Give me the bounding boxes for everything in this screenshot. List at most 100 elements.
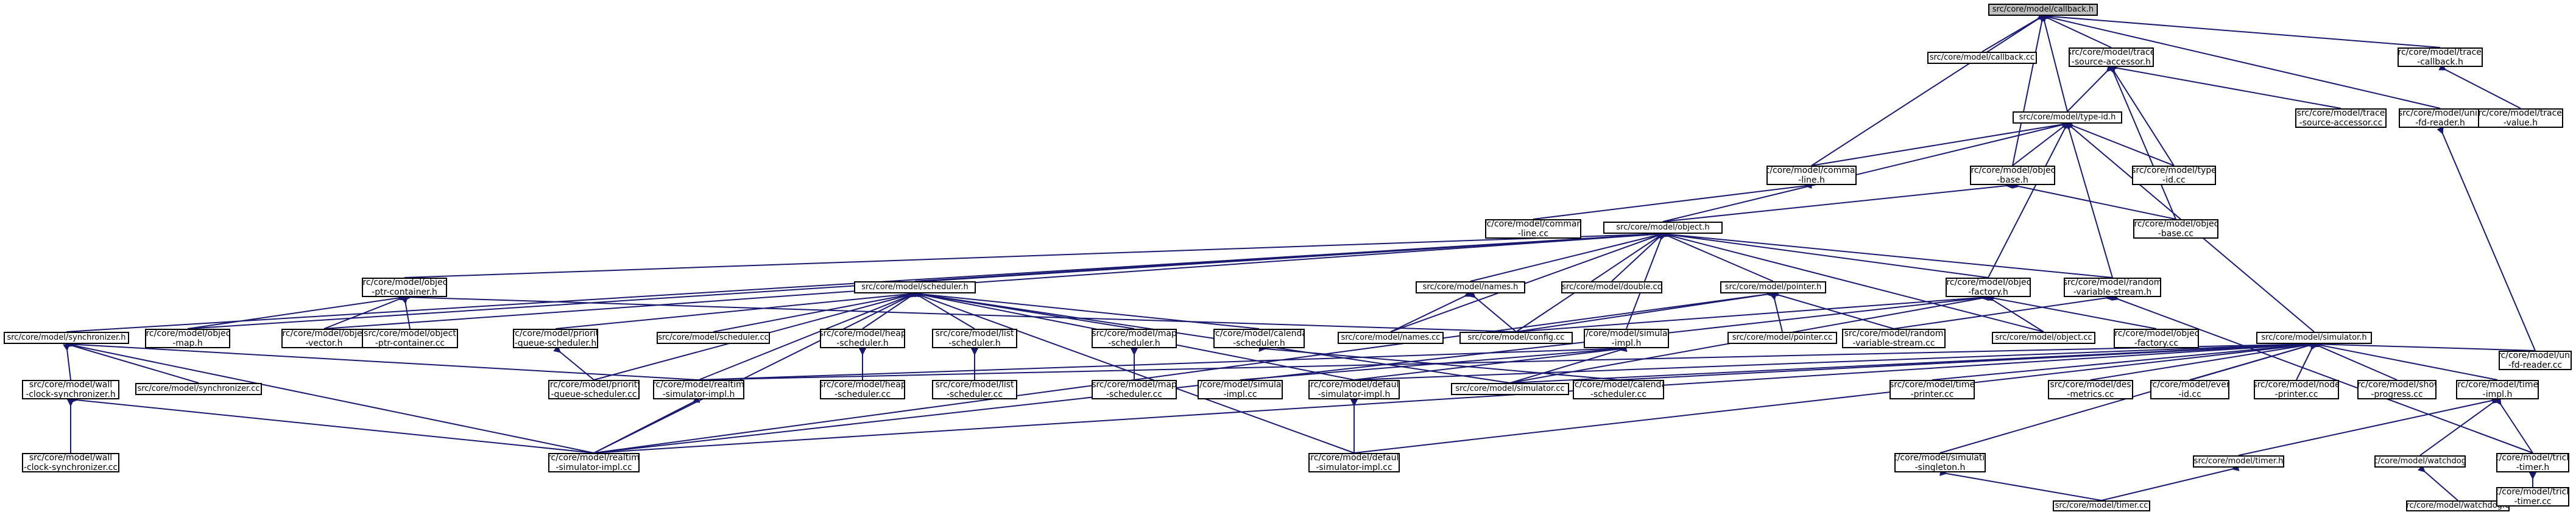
node-label-line: src/core/model/default xyxy=(1308,453,1400,463)
edge-type-id-h-to-type-id-cc xyxy=(2066,120,2175,166)
node-trace-sa-cc[interactable]: src/core/model/trace-source-accessor.cc xyxy=(2295,108,2387,128)
edge-pointer-h-to-random-vs-cc xyxy=(1772,290,1894,329)
node-object-vector-h[interactable]: src/core/model/object-vector.h xyxy=(281,329,367,348)
node-cmdline-h[interactable]: src/core/model/command-line.h xyxy=(1766,166,1857,185)
node-names-cc[interactable]: src/core/model/names.cc xyxy=(1338,332,1444,344)
node-double-cc[interactable]: src/core/model/double.cc xyxy=(1561,281,1662,293)
node-label-line: -impl.cc xyxy=(1223,390,1257,399)
node-label-line: src/core/model/simulator xyxy=(1199,380,1282,390)
node-list-scheduler-cc[interactable]: src/core/model/list-scheduler.cc xyxy=(932,380,1017,399)
node-event-id-cc[interactable]: src/core/model/event-id.cc xyxy=(2150,380,2229,399)
node-object-factory-cc[interactable]: src/core/model/object-factory.cc xyxy=(2114,329,2199,348)
node-names-h[interactable]: src/core/model/names.h xyxy=(1416,281,1525,293)
node-synchronizer-h[interactable]: src/core/model/synchronizer.h xyxy=(4,332,129,344)
node-object-cc[interactable]: src/core/model/object.cc xyxy=(1992,332,2095,344)
node-object-base-h[interactable]: src/core/model/object-base.h xyxy=(1970,166,2055,185)
node-callback-h[interactable]: src/core/model/callback.h xyxy=(1988,4,2098,16)
node-label-line: src/core/model/callback.cc xyxy=(1929,53,2035,62)
node-label-line: src/core/model/names.cc xyxy=(1341,333,1441,342)
node-label-line: -scheduler.h xyxy=(1108,338,1160,348)
node-simulator-impl-h[interactable]: src/core/model/simulator-impl.h xyxy=(1584,329,1669,348)
node-show-progress-cc[interactable]: src/core/model/show-progress.cc xyxy=(2357,380,2437,399)
edge-simulator-impl-h-to-simulator-cc xyxy=(1509,345,1628,384)
edge-callback-h-to-object-base-h xyxy=(2012,15,2047,166)
node-label-line: src/core/model/double.cc xyxy=(1562,282,1662,292)
node-pq-scheduler-cc[interactable]: src/core/model/priority-queue-scheduler.… xyxy=(548,380,640,399)
node-label-line: src/core/model/callback.h xyxy=(1992,5,2094,14)
node-traced-value-h[interactable]: src/core/model/traced-value.h xyxy=(2478,108,2563,128)
node-pointer-cc[interactable]: src/core/model/pointer.cc xyxy=(1727,332,1837,344)
node-realtime-sim-impl-cc[interactable]: src/core/model/realtime-simulator-impl.c… xyxy=(548,453,640,472)
node-object-h[interactable]: src/core/model/object.h xyxy=(1603,222,1723,234)
edge-names-h-to-names-cc xyxy=(1390,290,1472,332)
edge-object-h-to-ptr-container-h xyxy=(404,230,1664,278)
node-heap-scheduler-cc[interactable]: src/core/model/heap-scheduler.cc xyxy=(820,380,905,399)
node-label-line: -impl.h xyxy=(1611,338,1642,348)
node-unix-fd-h[interactable]: src/core/model/unix-fd-reader.h xyxy=(2399,108,2482,128)
node-ptr-container-cc[interactable]: src/core/model/object-ptr-container.cc xyxy=(362,329,458,348)
node-config-cc[interactable]: src/core/model/config.cc xyxy=(1459,332,1573,344)
node-object-base-cc[interactable]: src/core/model/object-base.cc xyxy=(2133,219,2218,239)
node-calendar-scheduler-cc[interactable]: src/core/model/calendar-scheduler.cc xyxy=(1573,380,1664,399)
edge-random-vs-h-to-random-vs-cc xyxy=(1893,293,2113,329)
node-label-line: -simulator-impl.h xyxy=(662,390,735,399)
node-pq-scheduler-h[interactable]: src/core/model/priority-queue-scheduler.… xyxy=(513,329,598,348)
node-timer-impl-h[interactable]: src/core/model/timer-impl.h xyxy=(2456,380,2539,399)
node-synchronizer-cc[interactable]: src/core/model/synchronizer.cc xyxy=(135,383,262,395)
node-sim-singleton-h[interactable]: src/core/model/simulation-singleton.h xyxy=(1894,453,1986,472)
node-pointer-h[interactable]: src/core/model/pointer.h xyxy=(1720,281,1826,293)
node-type-id-cc[interactable]: src/core/model/type-id.cc xyxy=(2132,166,2216,185)
node-label-line: -simulator-impl.cc xyxy=(556,463,632,472)
node-object-factory-h[interactable]: src/core/model/object-factory.h xyxy=(1946,278,2031,297)
node-traced-cb-h[interactable]: src/core/model/traced-callback.h xyxy=(2398,47,2483,67)
node-watchdog-h[interactable]: src/core/model/watchdog.h xyxy=(2374,455,2466,468)
node-random-vs-h[interactable]: src/core/model/random-variable-stream.h xyxy=(2064,278,2161,297)
node-random-vs-cc[interactable]: src/core/model/random-variable-stream.cc xyxy=(1842,329,1946,348)
node-time-printer-cc[interactable]: src/core/model/time-printer.cc xyxy=(1890,380,1975,399)
node-simulator-h[interactable]: src/core/model/simulator.h xyxy=(2256,332,2372,344)
node-unix-fd-cc[interactable]: src/core/model/unix-fd-reader.cc xyxy=(2499,351,2572,370)
node-wall-sync-h[interactable]: src/core/model/wall-clock-synchronizer.h xyxy=(22,380,119,399)
node-default-sim-impl-h[interactable]: src/core/model/default-simulator-impl.h xyxy=(1308,380,1400,399)
edge-object-h-to-names-h xyxy=(1470,230,1664,282)
node-trickle-timer-cc[interactable]: src/core/model/trickle-timer.cc xyxy=(2496,487,2569,507)
edge-scheduler-h-to-realtime-sim-impl-h xyxy=(698,290,917,380)
node-type-id-h[interactable]: src/core/model/type-id.h xyxy=(2013,111,2122,124)
edge-random-vs-h-to-trickle-timer-h xyxy=(2111,293,2533,454)
node-trickle-timer-h[interactable]: src/core/model/trickle-timer.h xyxy=(2496,453,2569,472)
node-callback-cc[interactable]: src/core/model/callback.cc xyxy=(1927,52,2037,64)
edge-object-base-h-to-object-base-cc xyxy=(2011,181,2176,220)
node-timer-h[interactable]: src/core/model/timer.h xyxy=(2193,455,2284,468)
edge-object-h-to-object-factory-h xyxy=(1662,230,1989,278)
node-calendar-scheduler-h[interactable]: src/core/model/calendar-scheduler.h xyxy=(1213,329,1305,348)
node-label-line: -scheduler.cc xyxy=(946,390,1003,399)
node-wall-sync-cc[interactable]: src/core/model/wall-clock-synchronizer.c… xyxy=(22,453,119,472)
node-default-sim-impl-cc[interactable]: src/core/model/default-simulator-impl.cc xyxy=(1308,453,1400,472)
edge-type-id-h-to-cmdline-h xyxy=(1811,120,2068,166)
node-watchdog-cc[interactable]: src/core/model/watchdog.cc xyxy=(2406,500,2510,511)
node-label-line: -callback.h xyxy=(2417,57,2463,67)
node-label-line: src/core/model/calendar xyxy=(1215,329,1304,338)
node-map-scheduler-h[interactable]: src/core/model/map-scheduler.h xyxy=(1092,329,1177,348)
node-label-line: src/core/model/des xyxy=(2050,380,2131,390)
node-label-line: -id.cc xyxy=(2178,390,2201,399)
node-ptr-container-h[interactable]: src/core/model/object-ptr-container.h xyxy=(362,278,447,297)
node-realtime-sim-impl-h[interactable]: src/core/model/realtime-simulator-impl.h xyxy=(653,380,744,399)
edge-type-id-h-to-object-factory-h xyxy=(1988,122,2071,278)
node-node-printer-cc[interactable]: src/core/model/node-printer.cc xyxy=(2254,380,2339,399)
node-heap-scheduler-h[interactable]: src/core/model/heap-scheduler.h xyxy=(820,329,905,348)
node-simulator-cc[interactable]: src/core/model/simulator.cc xyxy=(1451,383,1569,395)
node-map-scheduler-cc[interactable]: src/core/model/map-scheduler.cc xyxy=(1092,380,1177,399)
node-trace-sa-h[interactable]: src/core/model/trace-source-accessor.h xyxy=(2069,47,2154,67)
node-scheduler-cc[interactable]: src/core/model/scheduler.cc xyxy=(657,332,770,344)
node-simulator-impl-cc[interactable]: src/core/model/simulator-impl.cc xyxy=(1198,380,1283,399)
node-label-line: -id.cc xyxy=(2162,175,2186,185)
node-list-scheduler-h[interactable]: src/core/model/list-scheduler.h xyxy=(932,329,1017,348)
node-label-line: src/core/model/timer.cc xyxy=(2055,501,2148,510)
node-scheduler-h[interactable]: src/core/model/scheduler.h xyxy=(854,281,976,293)
node-cmdline-cc[interactable]: src/core/model/command-line.cc xyxy=(1485,219,1581,239)
node-des-metrics-cc[interactable]: src/core/model/des-metrics.cc xyxy=(2048,380,2133,399)
node-timer-cc[interactable]: src/core/model/timer.cc xyxy=(2053,500,2150,511)
node-object-map-h[interactable]: src/core/model/object-map.h xyxy=(145,329,230,348)
node-label-line: src/core/model/type xyxy=(2132,166,2216,175)
